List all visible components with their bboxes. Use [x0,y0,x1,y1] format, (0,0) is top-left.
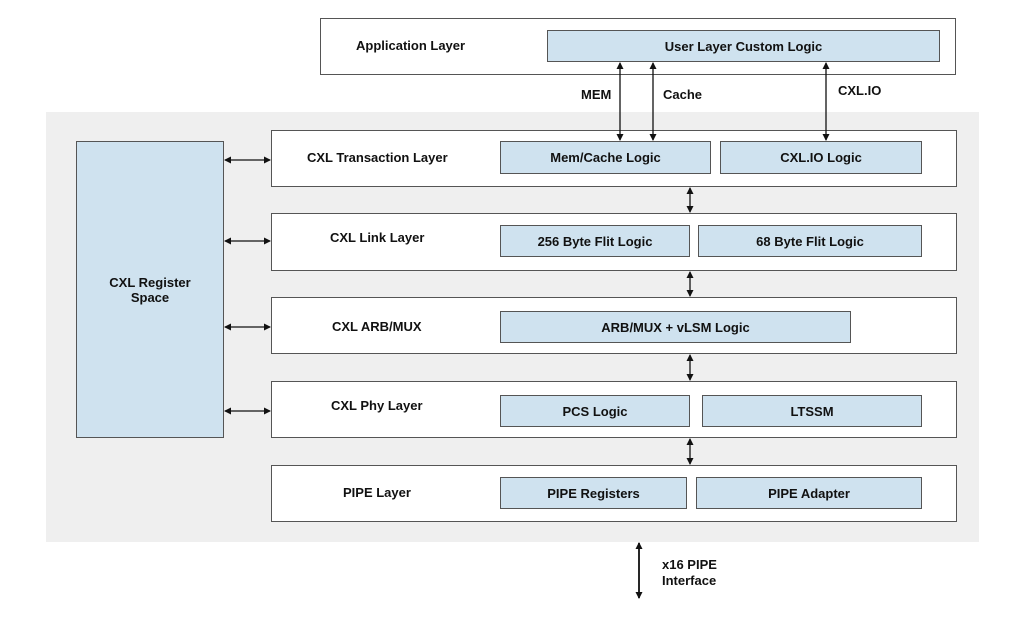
link-layer-label: CXL Link Layer [330,230,425,245]
pipe-interface-line2: Interface [662,573,717,588]
mem-cache-logic-block: Mem/Cache Logic [500,141,711,174]
cxlio-interface-label: CXL.IO [838,83,882,98]
register-space-line1: CXL Register [109,274,191,290]
user-layer-custom-logic-block: User Layer Custom Logic [547,30,940,62]
pipe-layer-label: PIPE Layer [343,485,411,500]
application-layer-label: Application Layer [356,38,466,53]
cache-interface-label: Cache [663,87,703,102]
register-space-line2: Space [130,289,170,305]
pipe-registers-block: PIPE Registers [500,477,687,509]
pipe-interface-line1: x16 PIPE [662,557,717,572]
68-byte-flit-logic-block: 68 Byte Flit Logic [698,225,922,257]
pipe-interface-label: x16 PIPE Interface [662,557,717,589]
pcs-logic-block: PCS Logic [500,395,690,427]
ltssm-block: LTSSM [702,395,922,427]
arb-mux-vlsm-logic-block: ARB/MUX + vLSM Logic [500,311,851,343]
pipe-adapter-block: PIPE Adapter [696,477,922,509]
cxl-register-space-block: CXL Register Space [76,141,224,438]
arb-mux-layer-label: CXL ARB/MUX [332,319,422,334]
transaction-layer-label: CXL Transaction Layer [307,150,448,165]
cxlio-logic-block: CXL.IO Logic [720,141,922,174]
phy-layer-label: CXL Phy Layer [331,398,423,413]
mem-interface-label: MEM [581,87,612,102]
256-byte-flit-logic-block: 256 Byte Flit Logic [500,225,690,257]
